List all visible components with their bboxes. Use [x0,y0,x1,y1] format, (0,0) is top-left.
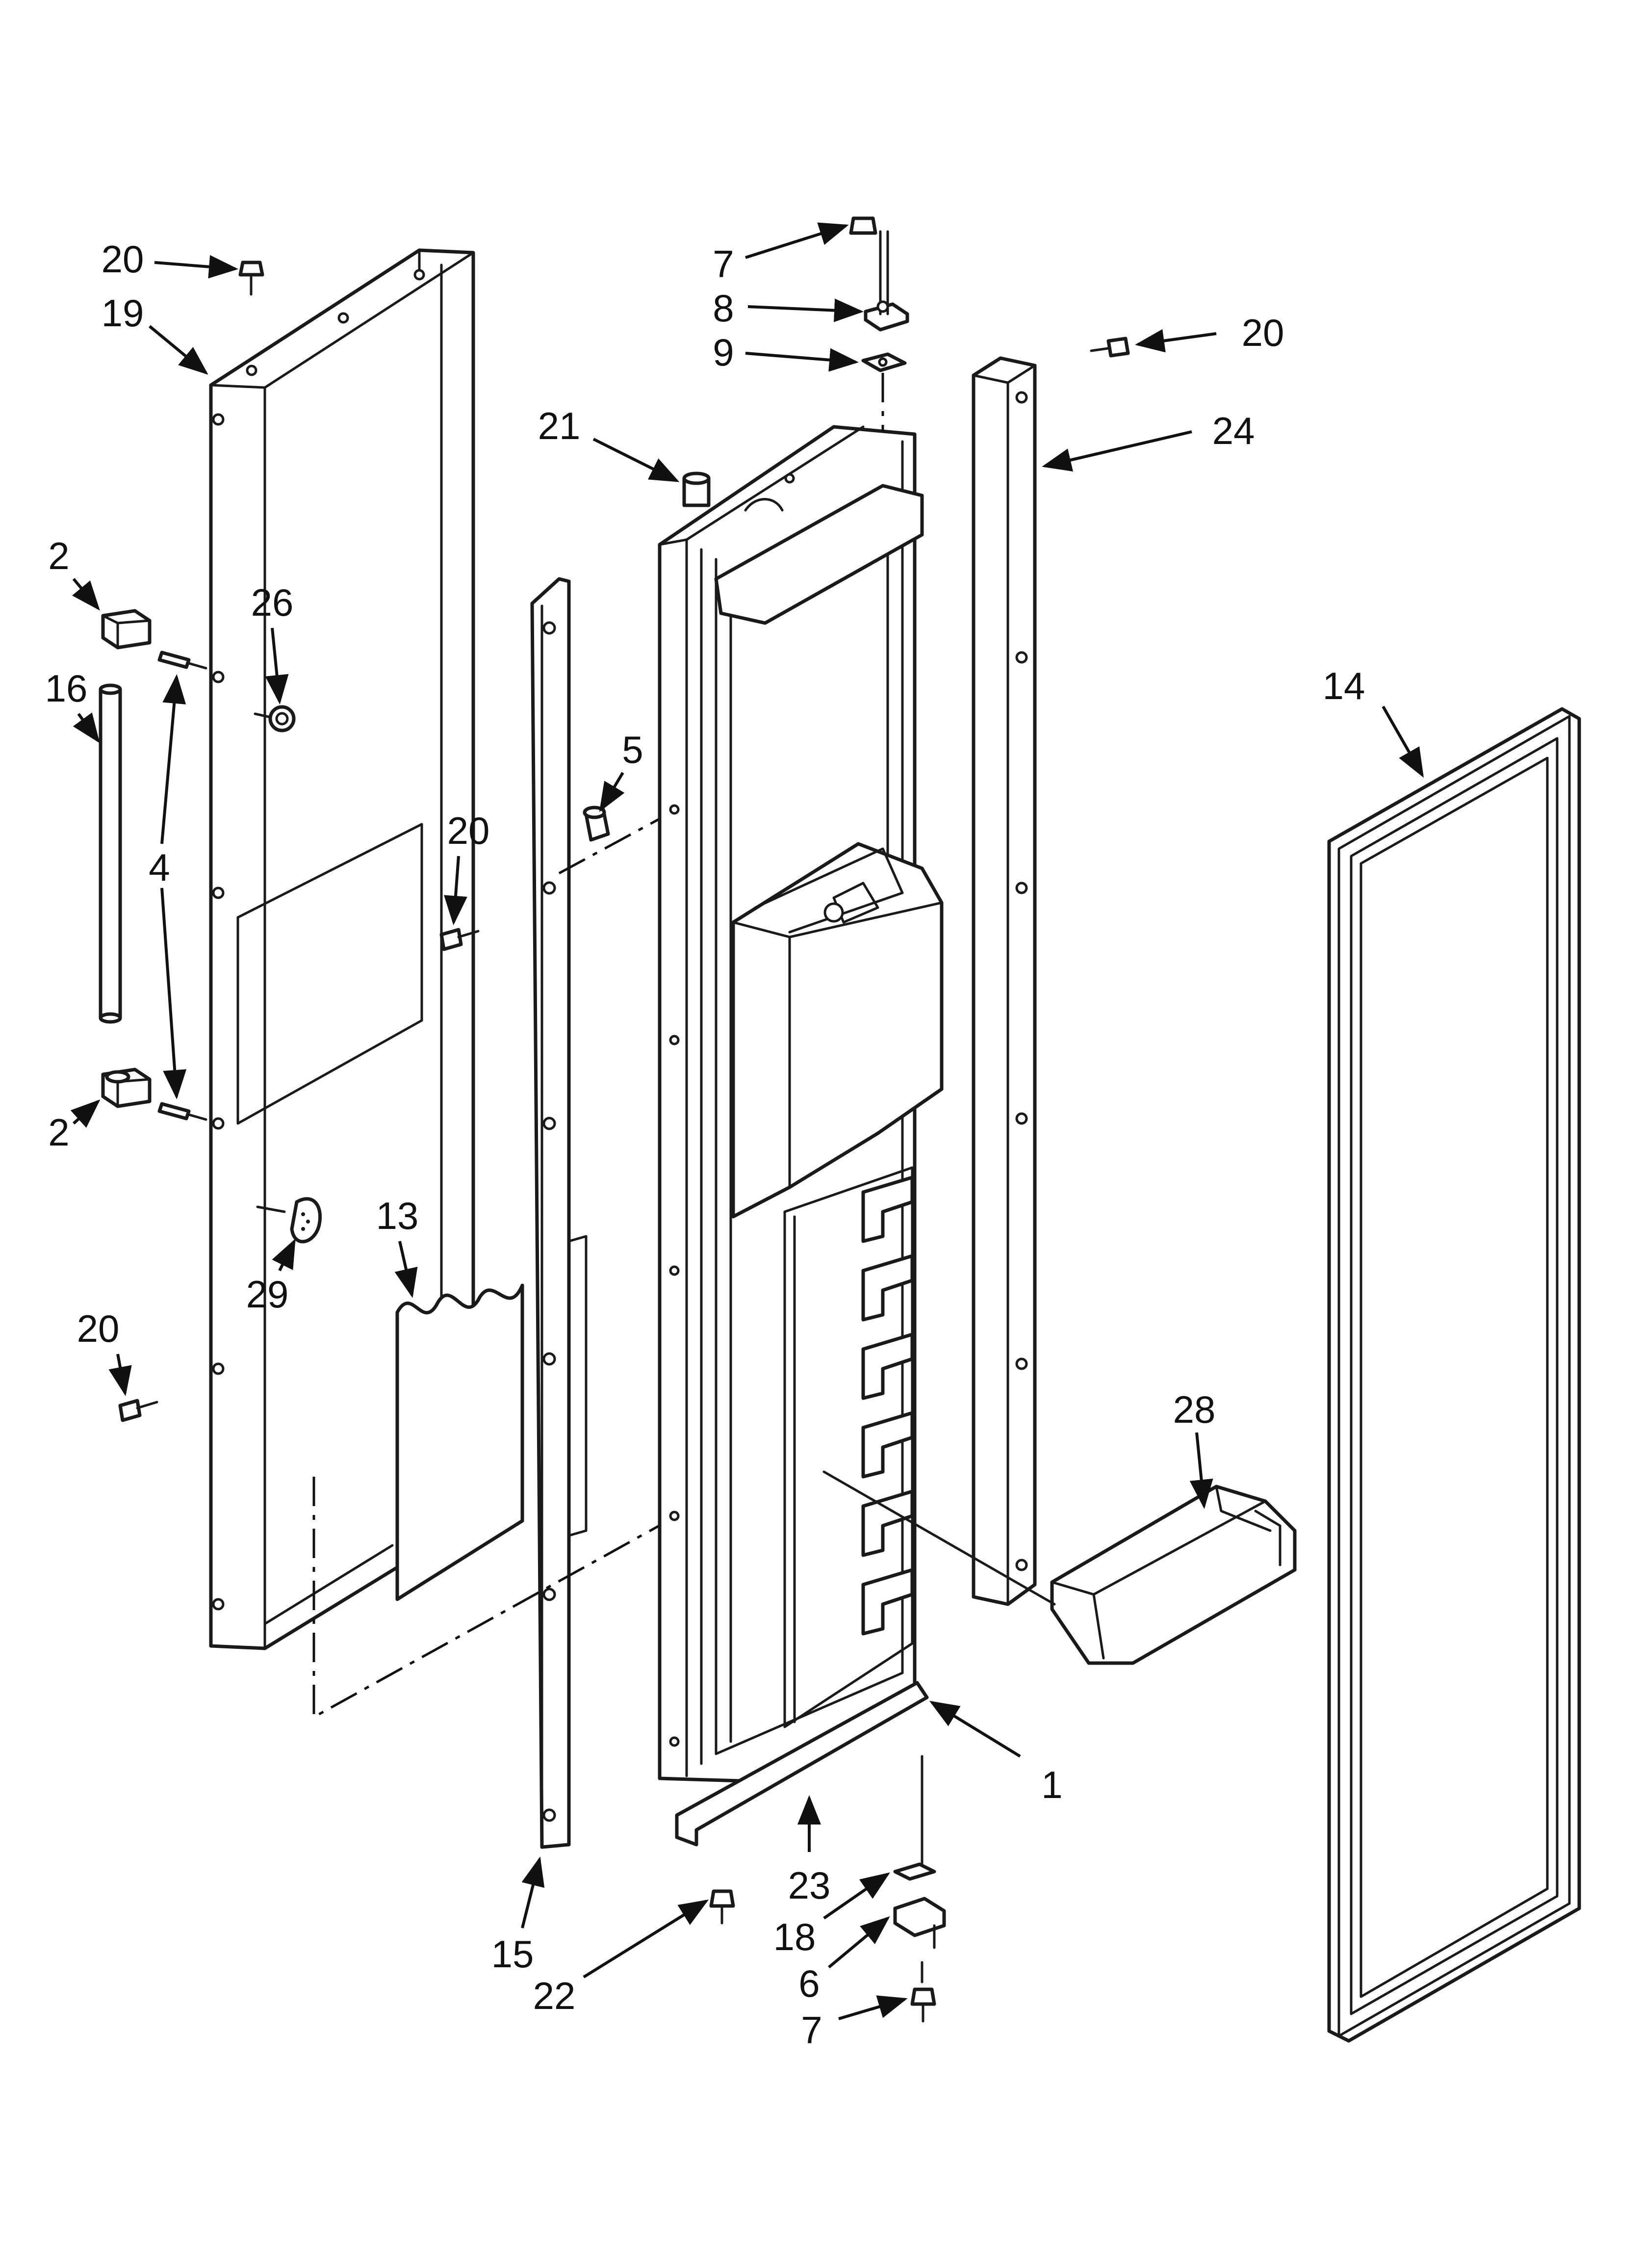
callout-1: 1 [1041,1763,1062,1806]
callout-7: 7 [801,2008,822,2052]
screw-22 [709,1889,735,1925]
callout-4: 4 [149,846,170,889]
callout-13: 13 [376,1194,419,1237]
part-9-shim [861,352,907,432]
callout-21: 21 [538,404,581,447]
screw-20-lower [118,1399,158,1422]
part-4-stud-bottom [157,1102,207,1121]
part-2-end-cap-bottom [101,1068,152,1108]
callout-leaders [70,222,1424,2020]
callout-29: 29 [246,1273,289,1316]
screw-7-top [849,216,877,235]
callout-14: 14 [1323,664,1365,707]
part-16-handle-rod [99,683,122,1024]
part-14-gasket [1327,707,1581,2043]
part-24-strip [972,356,1037,1606]
callout-15: 15 [491,1932,534,1976]
callout-19: 19 [102,291,144,335]
screw-20-top [238,261,264,296]
part-29-plate [256,1197,322,1244]
assembly-dashed-line [312,1477,678,1720]
part-26-plug [254,705,296,732]
callout-20: 20 [447,809,490,852]
callout-8: 8 [713,287,734,330]
part-5-spacer [583,806,610,842]
callout-18: 18 [773,1915,816,1958]
callout-2: 2 [48,1111,69,1154]
part-18-bottom-shim [893,1755,936,1881]
part-28-mount-line [822,1470,1056,1606]
callout-20: 20 [102,237,144,281]
part-15-strip [530,577,588,1849]
callout-5: 5 [622,728,643,771]
part-21-bumper [682,471,711,507]
part-28-door-bin [1050,1485,1297,1665]
part-2-end-cap-top [101,609,152,650]
part-8-top-hinge [864,230,909,332]
callout-28: 28 [1173,1388,1216,1431]
callout-23: 23 [788,1864,831,1907]
part-6-bottom-hinge [893,1897,946,1983]
part-1-door-liner [658,425,944,1783]
callout-22: 22 [533,1974,576,2017]
callout-6: 6 [798,1962,820,2005]
part-23-bottom-channel [675,1681,929,1847]
callout-7: 7 [713,242,734,286]
screw-7-bottom [910,1987,936,2023]
part-13-insulation [395,1283,524,1601]
part-4-stud-top [157,651,207,670]
callout-16: 16 [45,667,88,710]
screw-20-right [1090,337,1130,358]
assembly-dashed-line-2 [558,808,678,875]
callout-26: 26 [251,581,294,624]
callout-24: 24 [1212,409,1255,452]
screw-20-mid [439,928,480,951]
callout-9: 9 [713,331,734,374]
callout-labels: 20 19 2 16 4 2 26 29 20 13 20 15 21 5 7 … [45,237,1365,2052]
callout-20: 20 [77,1307,120,1350]
callout-2: 2 [48,534,69,577]
callout-20: 20 [1242,311,1284,354]
